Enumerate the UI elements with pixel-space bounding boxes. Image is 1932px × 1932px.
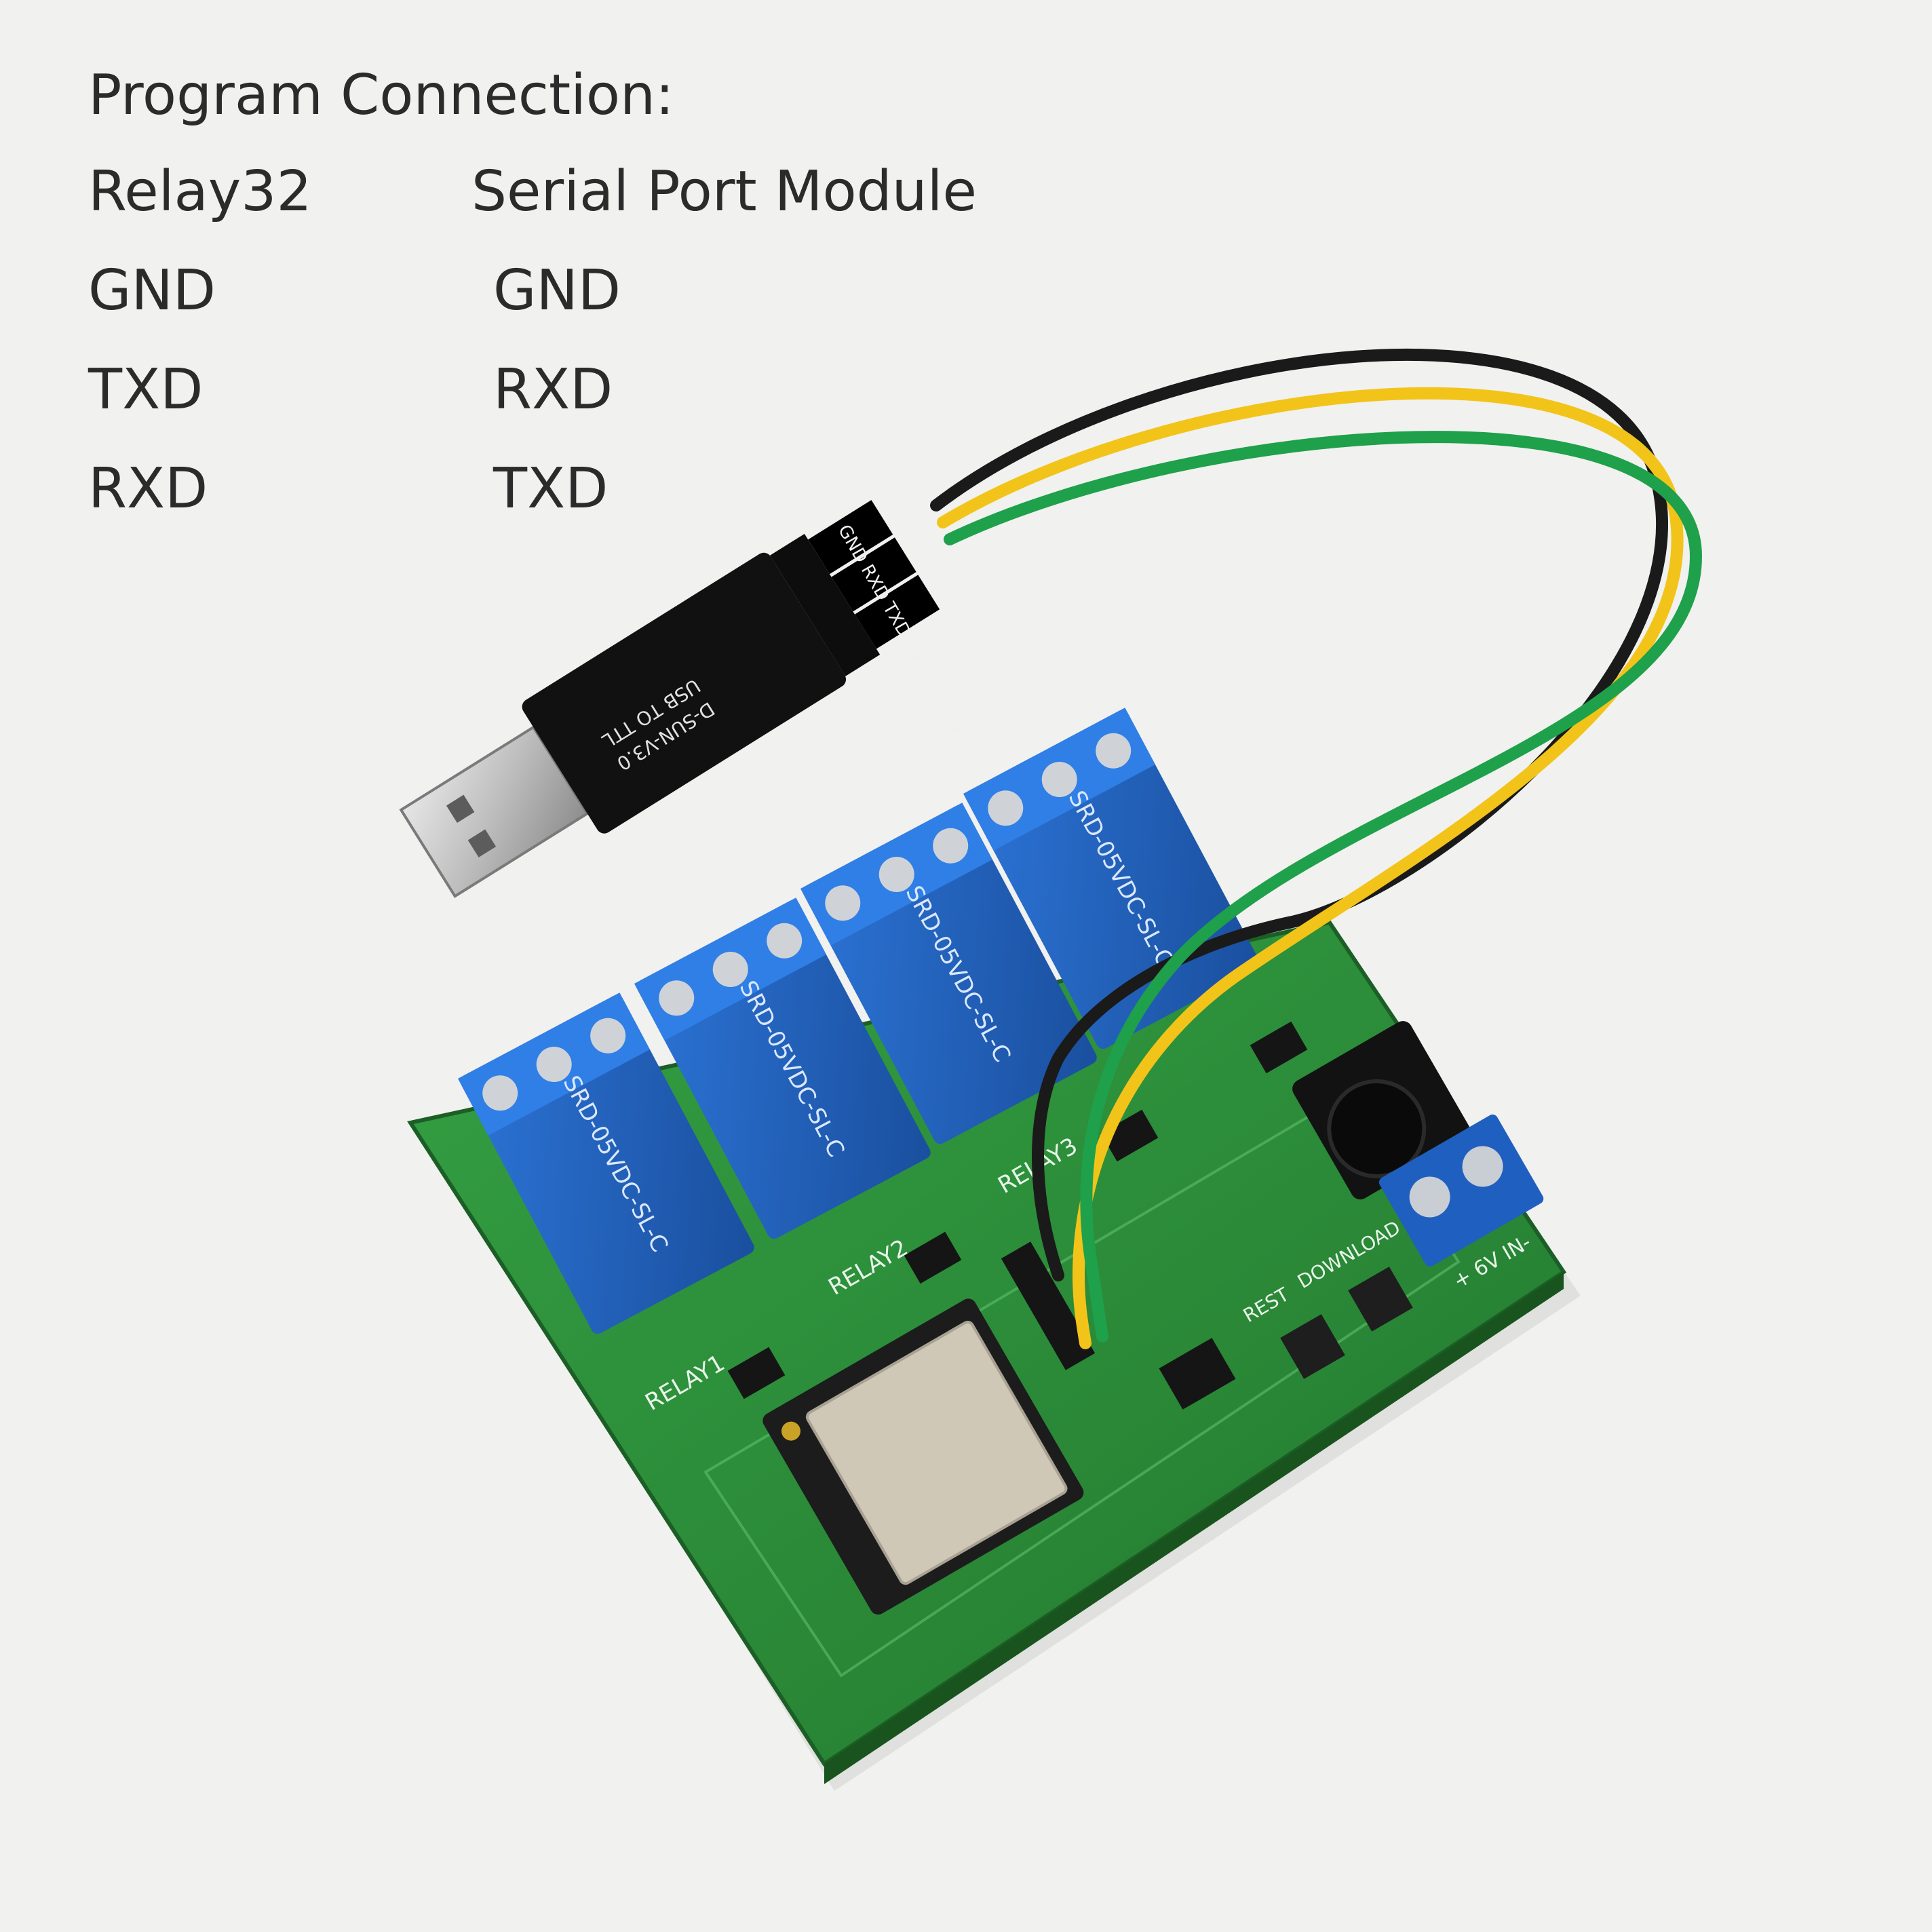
relay-pin-txd: TXD xyxy=(88,358,204,422)
pcb-outline-silk xyxy=(703,1090,1461,1678)
heading: Program Connection: xyxy=(88,63,674,128)
transistor-q2 xyxy=(904,1231,962,1284)
relay-2: SRD-05VDC-SL-C xyxy=(634,897,931,1239)
column-header-serial-port-module: Serial Port Module xyxy=(471,159,977,224)
serial-pin-rxd: RXD xyxy=(493,358,613,422)
column-header-relay32: Relay32 xyxy=(88,159,312,224)
wire-green xyxy=(944,431,1703,1342)
rest-button xyxy=(1280,1314,1345,1379)
usb-ttl-module: USB TO TTL D-SUN-V3.0 xyxy=(399,500,940,898)
relay-pin-gnd: GND xyxy=(88,258,216,323)
regulator-u3 xyxy=(1159,1338,1236,1410)
power-screw-terminal xyxy=(1378,1114,1544,1267)
relay-4: SRD-05VDC-SL-C xyxy=(963,708,1260,1049)
serial-pin-txd: TXD xyxy=(493,457,608,521)
serial-pin-gnd: GND xyxy=(493,258,621,323)
relay-1: SRD-05VDC-SL-C xyxy=(458,992,754,1334)
usb-ttl-pcb xyxy=(522,552,847,834)
transistor-q3 xyxy=(1100,1109,1159,1162)
transistor-q1 xyxy=(727,1347,786,1399)
header-pins xyxy=(1001,1241,1096,1370)
pcb-edge xyxy=(824,1272,1564,1784)
esp32-module xyxy=(762,1298,1084,1615)
relay-3: SRD-05VDC-SL-C xyxy=(800,803,1097,1144)
usb-ttl-pin-header xyxy=(770,533,881,676)
transistor-q4 xyxy=(1250,1021,1308,1074)
download-button xyxy=(1348,1267,1413,1332)
relay-pin-rxd: RXD xyxy=(88,457,208,521)
